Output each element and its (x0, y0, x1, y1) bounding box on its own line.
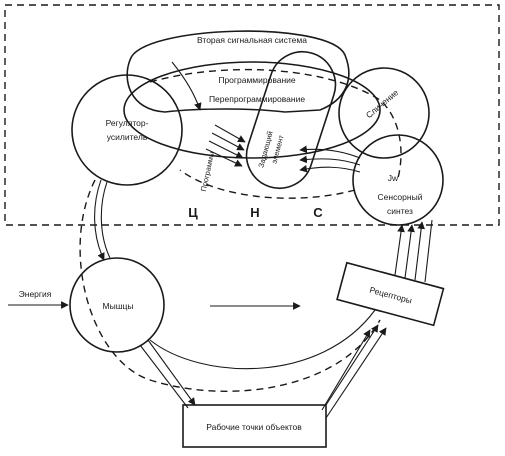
comparison-circle (338, 67, 430, 159)
outer-loop-bottom (149, 309, 376, 370)
work-points-box (182, 404, 327, 448)
work-to-receptors-line-3 (325, 327, 387, 419)
cns-letter-n: Н (250, 205, 259, 220)
programming-ellipse (123, 61, 381, 159)
synthesis-to-setting-2 (299, 155, 361, 166)
muscles-to-work-line-2 (139, 344, 189, 409)
second-signal-arrow (171, 61, 202, 111)
receptors-to-synthesis-1 (394, 224, 405, 276)
work-points-label: Рабочие точки объектов (206, 422, 302, 432)
cns-letter-s: С (313, 205, 323, 220)
jw-label: Jw (388, 173, 399, 183)
programs-label: Программы (199, 151, 216, 193)
setting-element-capsule (245, 51, 337, 189)
regulator-label-2: усилитель (107, 132, 148, 142)
energy-label: Энергия (19, 289, 52, 299)
upper-dashed-loop (149, 68, 402, 179)
work-to-receptors-line-1 (325, 324, 379, 406)
cns-dashed-frame (4, 4, 500, 226)
second-signal-system-ellipse (126, 30, 350, 113)
receptors-to-synthesis-4 (424, 219, 433, 283)
sensory-synthesis-label-1: Сенсорный (378, 192, 423, 202)
reprogramming-label: Перепрограммирование (209, 94, 305, 104)
receptors-box (336, 261, 445, 327)
comparison-label: Сличение (364, 87, 401, 120)
sensory-synthesis-label-2: синтез (387, 206, 413, 216)
programs-arrows (205, 124, 246, 167)
cns-letter-c: Ц (188, 205, 198, 220)
outer-loop-left (94, 179, 105, 261)
receptors-to-synthesis-2 (404, 224, 415, 279)
synthesis-to-setting-1 (299, 145, 361, 159)
muscles-circle (69, 257, 165, 353)
work-to-receptors-line-2 (321, 329, 371, 411)
receptors-label: Рецепторы (368, 285, 413, 306)
muscles-to-work-line-1 (147, 339, 196, 406)
synthesis-to-setting-3 (299, 164, 361, 173)
second-signal-system-label: Вторая сигнальная система (197, 35, 307, 45)
programming-label: Программирование (218, 75, 296, 85)
outer-loop-left-2 (100, 181, 111, 259)
regulator-circle (71, 74, 183, 186)
receptors-to-synthesis-3 (414, 221, 425, 281)
inner-dashed-return (179, 169, 356, 199)
outer-loop-bottom-dash (79, 179, 381, 392)
muscles-label: Мышцы (103, 301, 134, 311)
regulator-label-1: Регулятор- (106, 118, 149, 128)
